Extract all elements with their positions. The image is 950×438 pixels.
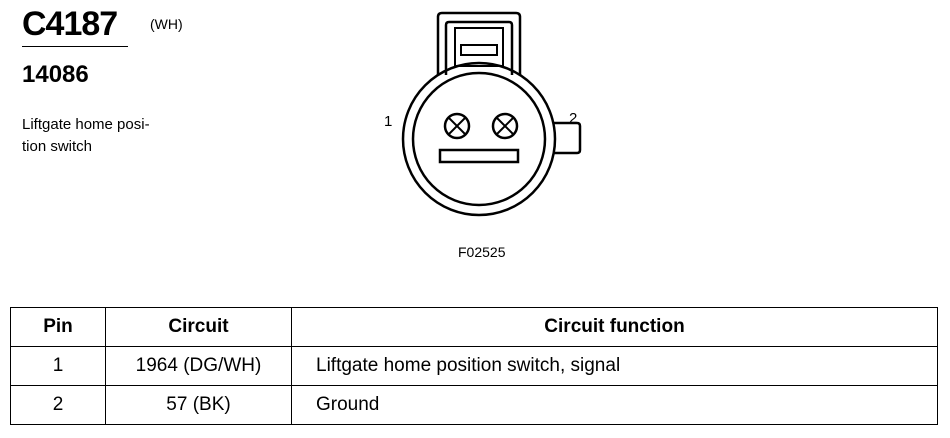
cell-pin: 1 — [10, 346, 106, 386]
connector-color-code: (WH) — [150, 16, 183, 32]
cell-circuit-function: Ground — [291, 385, 938, 425]
connector-id: C4187 — [22, 5, 118, 43]
polarization-bar — [438, 148, 520, 164]
cell-circuit: 1964 (DG/WH) — [105, 346, 292, 386]
connector-inner-face — [411, 71, 547, 207]
connector-outer-shell — [401, 61, 557, 217]
figure-code: F02525 — [458, 244, 506, 260]
cell-circuit: 57 (BK) — [105, 385, 292, 425]
part-number: 14086 — [22, 61, 89, 88]
table-header-row: Pin Circuit Circuit function — [10, 307, 938, 347]
header-circuit-function: Circuit function — [291, 307, 938, 347]
keyway-tab — [554, 121, 582, 155]
cell-circuit-function: Liftgate home position switch, signal — [291, 346, 938, 386]
latch-outer — [436, 11, 522, 75]
connector-description: Liftgate home posi- tion switch — [22, 116, 150, 155]
pin-table: Pin Circuit Circuit function 1 1964 (DG/… — [10, 307, 938, 425]
latch-tab — [454, 27, 504, 67]
pin-label-1: 1 — [384, 113, 392, 130]
header-pin: Pin — [10, 307, 106, 347]
latch-inner — [444, 20, 514, 75]
cell-pin: 2 — [10, 385, 106, 425]
pin-2-terminal — [491, 112, 519, 140]
header-circuit: Circuit — [105, 307, 292, 347]
table-row: 1 1964 (DG/WH) Liftgate home position sw… — [10, 346, 938, 386]
connector-face-diagram: 1 2 — [384, 11, 582, 217]
title-underline — [22, 46, 128, 47]
pin-1-terminal — [443, 112, 471, 140]
table-row: 2 57 (BK) Ground — [10, 385, 938, 425]
pin-label-2: 2 — [569, 110, 577, 127]
latch-slot — [460, 44, 498, 56]
